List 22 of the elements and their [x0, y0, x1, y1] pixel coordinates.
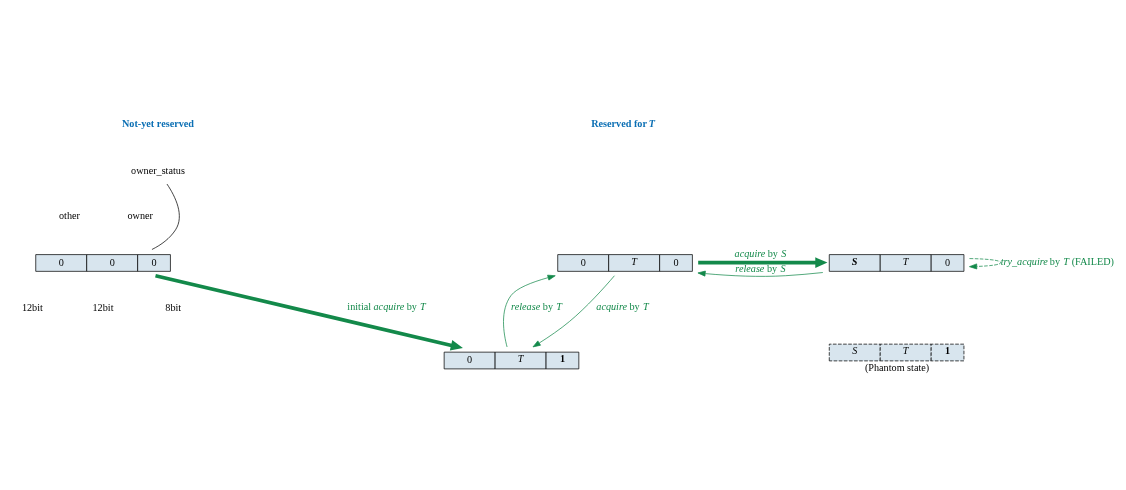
edge-label: initial acquire by T	[347, 300, 426, 312]
label: Reserved for T	[591, 117, 655, 129]
arrow	[532, 274, 615, 347]
label: 8bit	[165, 301, 182, 313]
arrow	[969, 257, 1002, 269]
node-label: (Phantom state)	[864, 361, 930, 373]
label: 12bit	[21, 301, 43, 313]
connector	[151, 183, 180, 250]
node-text: owner_status	[131, 164, 185, 176]
edge-label: try_acquire by T (FAILED)	[1000, 255, 1114, 267]
arrow	[503, 274, 556, 347]
edge-label: acquire by T	[596, 300, 649, 312]
label: 12bit	[92, 301, 114, 313]
label: owner	[127, 209, 153, 221]
edge-label: release by S	[735, 262, 786, 274]
edge-label: release by T	[511, 300, 562, 312]
arrow	[697, 270, 824, 277]
label: other	[59, 209, 80, 221]
label: Not-yet reserved	[122, 117, 194, 129]
arrow	[698, 256, 828, 268]
arrow	[155, 273, 463, 350]
edge-label: acquire by S	[734, 247, 787, 259]
